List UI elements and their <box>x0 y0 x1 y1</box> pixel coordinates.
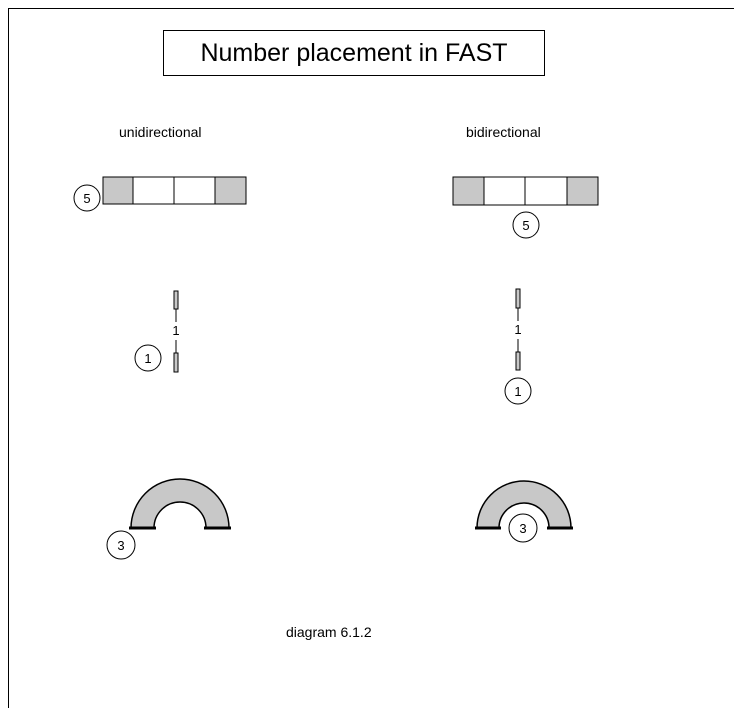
diagram-title: Number placement in FAST <box>163 30 545 76</box>
uni-arc-number-circle <box>106 530 136 560</box>
uni-arc-shape <box>130 478 230 529</box>
uni-link-number: 1 <box>144 351 151 366</box>
bi-arc-number-circle <box>508 513 538 543</box>
uni-link-top-bar <box>173 290 179 310</box>
uni-block-end-right <box>214 176 247 205</box>
uni-block-number: 5 <box>83 191 90 206</box>
bi-arc-group: 3 <box>475 480 573 543</box>
bi-block-end-left <box>452 176 485 206</box>
bidirectional-label: bidirectional <box>466 124 541 140</box>
bi-block-number: 5 <box>522 218 529 233</box>
uni-link-bottom-bar <box>173 352 179 373</box>
uni-link-group: 1 1 <box>134 290 180 373</box>
diagram-canvas: 5 5 1 1 1 1 3 3 <box>73 176 599 560</box>
bi-block-cell <box>524 176 568 206</box>
diagram-frame <box>8 8 734 708</box>
uni-block-number-circle <box>73 184 101 212</box>
bi-arc-shape <box>476 480 572 529</box>
bi-link-group: 1 1 <box>504 288 532 405</box>
bi-link-number: 1 <box>514 384 521 399</box>
bi-link-number-circle <box>504 377 532 405</box>
bi-link-top-bar <box>515 288 521 309</box>
uni-block-group: 5 <box>73 176 247 212</box>
bi-block-cell <box>483 176 526 206</box>
bi-arc-number: 3 <box>519 521 526 536</box>
uni-block-cell <box>132 176 175 205</box>
uni-link-number-circle <box>134 344 162 372</box>
unidirectional-label: unidirectional <box>119 124 202 140</box>
uni-link-length: 1 <box>172 323 179 338</box>
diagram-caption: diagram 6.1.2 <box>286 624 372 640</box>
bi-link-length: 1 <box>514 322 521 337</box>
uni-block-cell <box>173 176 216 205</box>
bi-block-group: 5 <box>452 176 599 239</box>
uni-arc-group: 3 <box>106 478 231 560</box>
uni-block-end-left <box>102 176 134 205</box>
uni-arc-number: 3 <box>117 538 124 553</box>
bi-block-end-right <box>566 176 599 206</box>
bi-link-bottom-bar <box>515 351 521 371</box>
bi-block-number-circle <box>512 211 540 239</box>
